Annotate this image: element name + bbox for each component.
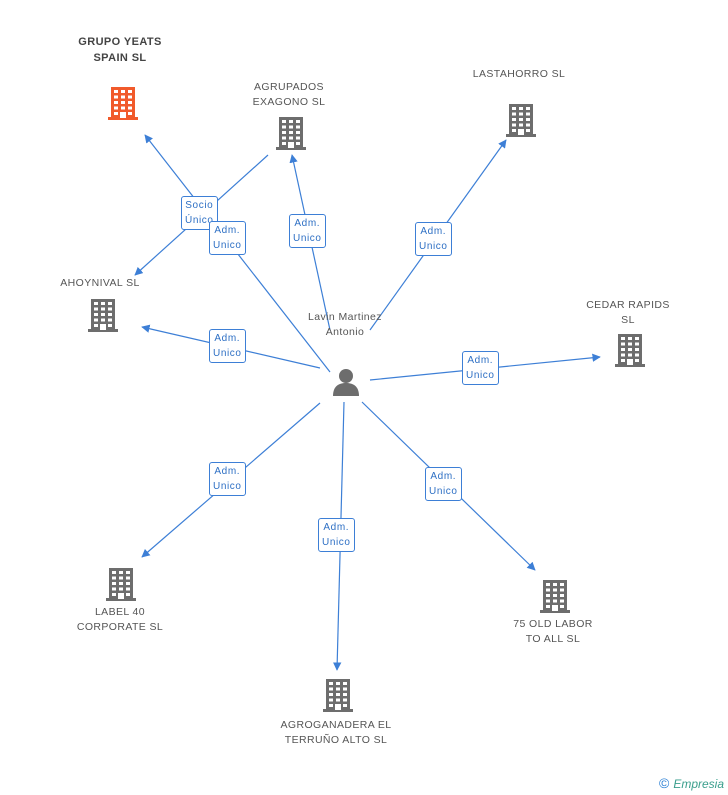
edge-label-oldlabor[interactable]: Adm.Unico (425, 467, 462, 501)
oldlabor-label: 75 OLD LABOR TO ALL SL (513, 618, 593, 645)
building-icon-agrupados[interactable] (276, 115, 306, 156)
grupo-label: GRUPO YEATS SPAIN SL (78, 36, 162, 64)
building-icon-grupo[interactable] (108, 85, 138, 126)
lastahorro-label: LASTAHORRO SL (472, 68, 566, 80)
building-icon-lastahorro[interactable] (506, 102, 536, 143)
edge-label-agrupados[interactable]: Adm.Unico (289, 214, 326, 248)
edge-label-cedar[interactable]: Adm.Unico (462, 351, 499, 385)
person-icon[interactable] (331, 367, 361, 402)
agrupados-label: AGRUPADOS EXAGONO SL (252, 81, 326, 108)
building-icon-label40[interactable] (106, 566, 136, 607)
edge-label-lastahorro[interactable]: Adm.Unico (415, 222, 452, 256)
person-label: Lavin Martinez Antonio (308, 311, 382, 338)
label40-label: LABEL 40 CORPORATE SL (76, 606, 164, 633)
building-icon-oldlabor[interactable] (540, 578, 570, 619)
edge-label-grupo[interactable]: Adm.Unico (209, 221, 246, 255)
edge-label-label40[interactable]: Adm.Unico (209, 462, 246, 496)
cedar-label: CEDAR RAPIDS SL (586, 299, 670, 326)
edge-label-agroganadera[interactable]: Adm.Unico (318, 518, 355, 552)
building-icon-ahoynival[interactable] (88, 297, 118, 338)
copyright-icon: © (658, 775, 670, 791)
building-icon-cedar[interactable] (615, 332, 645, 373)
building-icon-agroganadera[interactable] (323, 677, 353, 718)
edge-label-ahoynival[interactable]: Adm.Unico (209, 329, 246, 363)
ahoynival-label: AHOYNIVAL SL (60, 277, 140, 289)
agroganadera-label: AGROGANADERA EL TERRUÑO ALTO SL (280, 719, 392, 746)
footer: ©Empresia (659, 775, 724, 791)
brand-logo: Empresia (673, 777, 724, 791)
